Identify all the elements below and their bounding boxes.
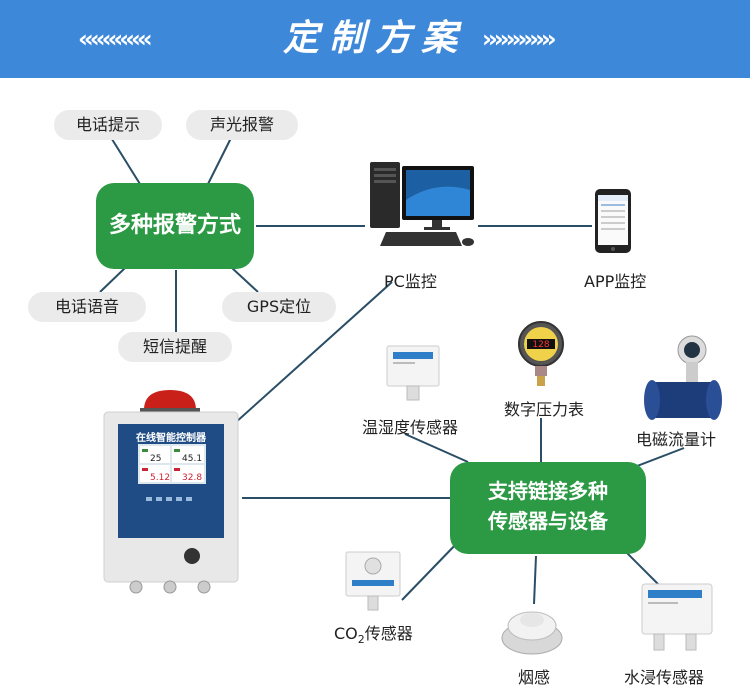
controller-device: 在线智能控制器 25 45.1 5.12 32.8 [103,390,239,594]
pc-icon [370,162,474,246]
pill-gps: GPS定位 [222,292,336,322]
line-gps [231,267,259,293]
co2-suffix: 传感器 [364,624,413,643]
line-phone-prompt [109,135,141,185]
temp-humidity-label: 温湿度传感器 [362,418,459,437]
temp-humidity-sensor-icon [386,345,440,401]
right-chevrons: ›››››››››››› [482,25,557,53]
co2-subscript: 2 [357,633,365,647]
sensor-hub-line1: 支持链接多种 [488,479,608,503]
controller-title: 在线智能控制器 [136,431,207,444]
co2-prefix: CO [334,624,358,643]
header-banner: ‹‹‹‹‹‹‹‹‹‹‹‹ 定制方案 ›››››››››››› [0,0,750,78]
line-smoke [533,555,537,605]
pc-label: PC监控 [384,272,437,291]
line-controller-pc [224,281,393,433]
alarm-hub: 多种报警方式 [96,183,254,269]
line-temp [404,433,469,463]
controller-reading-1: 25 [150,454,161,464]
flow-meter-icon [644,335,722,420]
controller-reading-3: 5.12 [150,473,170,483]
line-flow [631,447,685,469]
water-leak-sensor-label: 水浸传感器 [624,668,705,687]
co2-sensor-icon [345,551,401,611]
pill-sms: 短信提醒 [118,332,232,362]
line-voice [99,267,126,293]
left-chevrons: ‹‹‹‹‹‹‹‹‹‹‹‹ [78,25,153,53]
smoke-detector-icon [501,611,563,655]
pill-sound-light-alarm: 声光报警 [186,110,298,140]
controller-reading-4: 32.8 [182,473,202,483]
line-co2 [401,539,461,601]
pressure-display: 128 [532,340,549,350]
controller-reading-2: 45.1 [182,454,202,464]
app-label: APP监控 [584,272,647,291]
co2-sensor-label: CO2传感器 [334,620,413,646]
page-title: 定制方案 [282,18,467,59]
flow-meter-label: 电磁流量计 [636,430,717,449]
water-leak-sensor-icon [641,583,713,651]
sensor-hub-line2: 传感器与设备 [488,509,608,533]
pill-phone-prompt: 电话提示 [54,110,162,140]
sensor-hub: 支持链接多种 传感器与设备 [450,462,646,554]
phone-icon [595,189,631,253]
pressure-gauge-label: 数字压力表 [504,400,585,419]
line-sound-light [207,135,233,185]
pill-phone-voice: 电话语音 [28,292,146,322]
smoke-detector-label: 烟感 [518,668,551,687]
pressure-gauge-icon: 128 [518,321,564,386]
